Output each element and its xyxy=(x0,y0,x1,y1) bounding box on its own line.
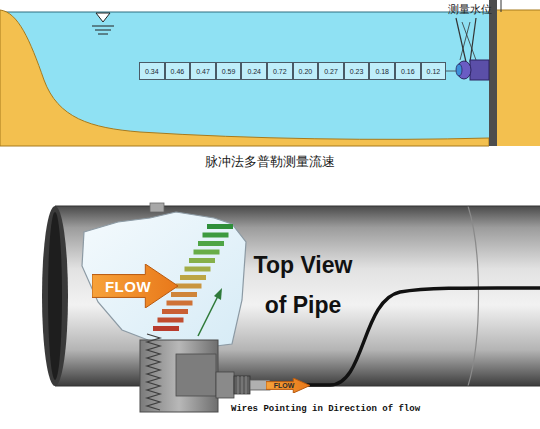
velocity-cell: 0.27 xyxy=(318,62,344,80)
water-level-symbol xyxy=(96,13,110,22)
velocity-value: 0.16 xyxy=(401,68,415,75)
signal-bar xyxy=(194,250,220,255)
connector xyxy=(216,372,234,398)
flow-arrow-small: FLOW xyxy=(266,378,310,393)
clamp-spring xyxy=(147,334,160,410)
signal-bar xyxy=(207,224,233,229)
wire-note: Wires Pointing in Direction of flow xyxy=(229,404,429,414)
signal-bar xyxy=(162,309,188,314)
velocity-value: 0.20 xyxy=(299,68,313,75)
flow-text: FLOW xyxy=(274,382,303,389)
velocity-cell: 0.24 xyxy=(241,62,267,80)
sensor-mount xyxy=(462,22,476,60)
connector-ridge xyxy=(246,376,247,394)
velocity-cell: 0.72 xyxy=(267,62,293,80)
velocity-cell: 0.18 xyxy=(369,62,395,80)
pipe xyxy=(55,206,540,386)
signal-bar xyxy=(185,267,211,272)
velocity-value: 0.46 xyxy=(171,68,185,75)
velocity-cell: 0.47 xyxy=(190,62,216,80)
velocity-value: 0.72 xyxy=(273,68,287,75)
doppler-sensor xyxy=(457,61,471,79)
sensor-bracket xyxy=(470,60,489,80)
beam-line xyxy=(446,71,456,72)
velocity-cell: 0.34 xyxy=(139,62,165,80)
velocity-value: 0.59 xyxy=(222,68,236,75)
connector-ridge xyxy=(238,376,239,394)
velocity-value: 0.24 xyxy=(247,68,261,75)
right-bank xyxy=(497,10,540,146)
river-bed xyxy=(0,10,489,146)
velocity-cell: 0.16 xyxy=(395,62,421,80)
velocity-cell: 0.46 xyxy=(165,62,191,80)
signal-bar xyxy=(158,318,184,323)
velocity-value: 0.27 xyxy=(324,68,338,75)
velocity-value: 0.47 xyxy=(196,68,210,75)
figure-caption: 脉冲法多普勒测量流速 xyxy=(150,153,390,171)
velocity-cell: 0.59 xyxy=(216,62,242,80)
signal-arrow xyxy=(198,294,219,336)
velocity-value: 0.23 xyxy=(350,68,364,75)
pipe-opening xyxy=(48,212,62,380)
water-level-line xyxy=(92,26,114,27)
pipe-fitting xyxy=(150,203,164,212)
wall-edge xyxy=(501,0,502,12)
pipe-end xyxy=(42,206,68,386)
water-level-line xyxy=(95,30,111,31)
connector-nut xyxy=(234,376,250,394)
transducer-block xyxy=(176,354,216,396)
flow-text: FLOW xyxy=(105,279,165,294)
water-level-line xyxy=(98,34,108,35)
wall xyxy=(489,0,497,146)
velocity-value: 0.34 xyxy=(145,68,159,75)
signal-arrow-head xyxy=(214,288,222,300)
signal-bar xyxy=(153,326,179,331)
connector-ridge xyxy=(242,376,243,394)
right-bank-edge xyxy=(497,10,540,11)
pipe-edge xyxy=(55,206,540,207)
flow-arrow: FLOW xyxy=(92,264,178,308)
view-title: Top View of Pipe xyxy=(248,245,358,325)
pipe-seam xyxy=(468,206,479,386)
signal-bar xyxy=(203,233,229,238)
sensor-label: 测量水位 xyxy=(438,2,502,17)
signal-bar xyxy=(167,301,193,306)
velocity-cell: 0.23 xyxy=(344,62,370,80)
signal-bar xyxy=(198,241,224,246)
signal-bar xyxy=(180,275,206,280)
sensor-mount xyxy=(470,18,476,62)
water-surface xyxy=(0,12,490,13)
signal-bar xyxy=(176,284,202,289)
signal-bar xyxy=(171,292,197,297)
sensor-face xyxy=(456,64,462,76)
velocity-value: 0.18 xyxy=(375,68,389,75)
sensor-mount xyxy=(460,22,470,60)
velocity-value: 0.12 xyxy=(427,68,441,75)
pipe-cutaway xyxy=(82,212,246,348)
velocity-cell: 0.12 xyxy=(421,62,447,80)
arrow-polygon xyxy=(266,378,310,393)
velocity-cell: 0.20 xyxy=(293,62,319,80)
arrow-polygon xyxy=(92,264,178,308)
signal-bar xyxy=(189,258,215,263)
